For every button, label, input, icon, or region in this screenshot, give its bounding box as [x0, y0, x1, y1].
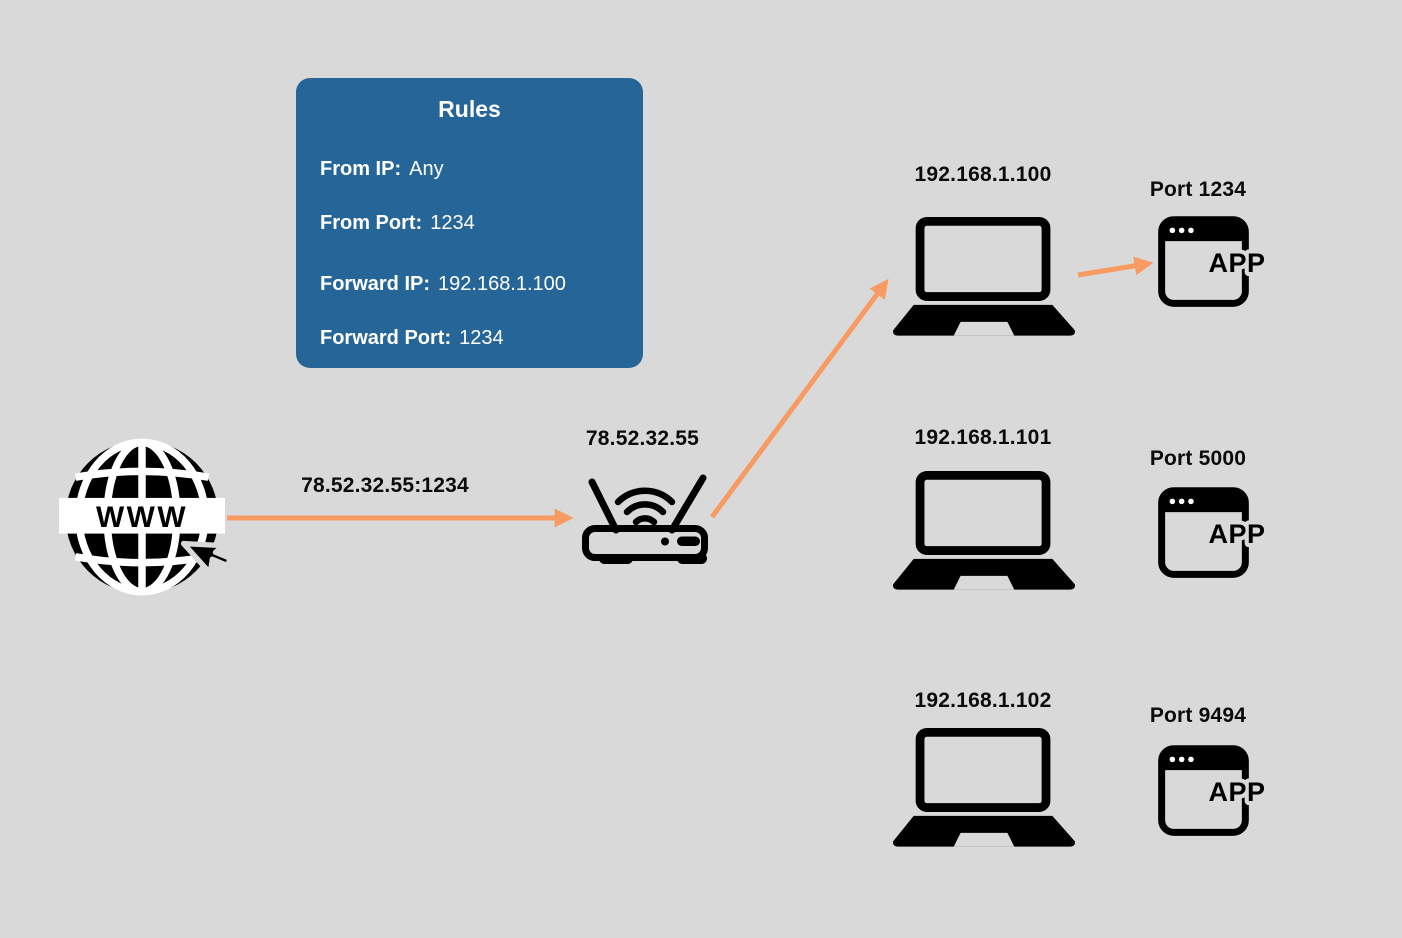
rule-row-forward-ip: Forward IP: 192.168.1.100 — [320, 272, 619, 297]
app-port-label: Port 9494 — [1149, 704, 1247, 727]
cursor-icon — [180, 540, 233, 576]
rule-label: From IP: — [320, 158, 402, 180]
rule-value: 192.168.1.100 — [438, 273, 566, 295]
app-label: APP — [1209, 777, 1266, 807]
app-window-icon: APP — [1157, 486, 1269, 580]
arrow-router-to-device-100 — [709, 278, 889, 519]
app-label: APP — [1209, 519, 1266, 549]
app-port-label: Port 5000 — [1149, 447, 1247, 470]
rule-row-from-ip: From IP: Any — [320, 157, 619, 182]
rule-row-forward-port: Forward Port: 1234 — [320, 326, 619, 351]
rule-label: From Port: — [320, 212, 423, 234]
laptop-icon — [890, 216, 1078, 340]
device-ip-label: 192.168.1.101 — [914, 426, 1052, 449]
device-ip-label: 192.168.1.102 — [914, 689, 1052, 712]
rule-label: Forward Port: — [320, 327, 452, 349]
www-globe-icon: WWW — [59, 434, 233, 600]
rule-label: Forward IP: — [320, 273, 431, 295]
router-ip-label: 78.52.32.55 — [585, 427, 700, 450]
rules-box: Rules From IP: Any From Port: 1234 Forward… — [296, 78, 643, 368]
rule-value: 1234 — [430, 212, 475, 234]
app-port-label: Port 1234 — [1149, 178, 1247, 201]
device-ip-label: 192.168.1.100 — [914, 163, 1052, 186]
www-globe-label: WWW — [96, 501, 188, 534]
arrow-device-100-to-app — [1077, 256, 1154, 278]
app-window-icon: APP — [1157, 215, 1269, 309]
laptop-icon — [890, 470, 1078, 594]
app-label: APP — [1209, 248, 1266, 278]
rules-title: Rules — [438, 96, 501, 122]
incoming-traffic-label: 78.52.32.55:1234 — [301, 474, 469, 497]
rule-value: 1234 — [459, 327, 504, 349]
router-icon — [575, 460, 715, 565]
rule-row-from-port: From Port: 1234 — [320, 211, 619, 236]
app-window-icon: APP — [1157, 744, 1269, 838]
rule-value: Any — [409, 158, 444, 180]
laptop-icon — [890, 727, 1078, 851]
